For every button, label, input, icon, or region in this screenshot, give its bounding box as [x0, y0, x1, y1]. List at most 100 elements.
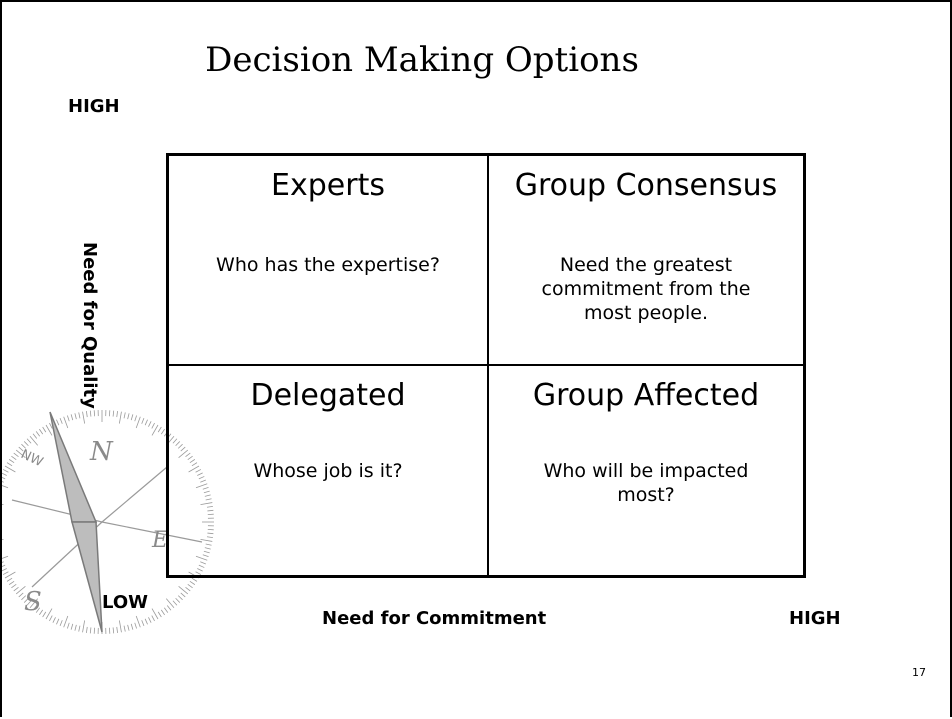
- compass-tick: [116, 626, 118, 633]
- compass-tick: [203, 490, 210, 494]
- compass-tick: [49, 615, 53, 622]
- compass-tick: [197, 472, 203, 476]
- compass-tick: [32, 433, 38, 439]
- compass-tick: [2, 481, 4, 483]
- compass-tick: [151, 608, 159, 620]
- compass-tick: [52, 617, 56, 623]
- compass-tick: [6, 462, 13, 467]
- compass-tick: [205, 498, 212, 501]
- compass-tick: [141, 620, 145, 626]
- compass-tick: [185, 586, 191, 592]
- compass-tick: [130, 623, 134, 630]
- compass-tick: [21, 595, 27, 601]
- compass-letter-s: S: [24, 587, 42, 617]
- compass-tick: [89, 627, 92, 634]
- compass-tick: [177, 443, 183, 449]
- compass-tick: [177, 595, 183, 601]
- compass-tick: [59, 418, 63, 424]
- compass-tick: [134, 415, 137, 422]
- compass-tick: [163, 607, 169, 613]
- compass-tick: [144, 419, 148, 426]
- compass-tick: [18, 592, 24, 598]
- compass-tick: [195, 469, 202, 473]
- compass-tick: [189, 459, 196, 464]
- compass-tick: [13, 452, 19, 458]
- compass-tick: [165, 598, 175, 609]
- compass-tick: [6, 577, 13, 582]
- compass-tick: [116, 411, 118, 418]
- compass-tick: [89, 410, 92, 417]
- compass-tick: [45, 608, 53, 620]
- compass-tick: [180, 446, 186, 452]
- compass-tick: [178, 449, 189, 459]
- compass-tick: [35, 607, 41, 613]
- page-title: Decision Making Options: [205, 40, 639, 80]
- compass-tick: [21, 443, 27, 449]
- compass-tick: [206, 506, 213, 508]
- compass-tick: [26, 600, 32, 606]
- compass-tick: [11, 455, 17, 461]
- compass-tick: [130, 414, 134, 421]
- quadrant-description: Who will be impacted most?: [543, 460, 749, 506]
- quadrant-description: Whose job is it?: [253, 460, 403, 482]
- compass-tick: [123, 412, 126, 419]
- compass-tick: [86, 411, 88, 418]
- compass-tick: [157, 611, 162, 618]
- compass-tick: [134, 622, 137, 629]
- compass-tick: [4, 465, 16, 473]
- compass-tick: [45, 424, 53, 436]
- compass-tick: [63, 416, 69, 429]
- compass-tick: [29, 598, 39, 609]
- compass-tick: [2, 538, 4, 541]
- decision-matrix: Experts Who has the expertise? Group Con…: [166, 153, 806, 578]
- compass-tick: [205, 543, 212, 546]
- compass-tick: [202, 487, 209, 490]
- compass-tick: [175, 597, 181, 603]
- quadrant-description: Who has the expertise?: [216, 254, 440, 276]
- compass-tick: [23, 597, 29, 603]
- compass-tick: [112, 410, 115, 417]
- compass-tick: [26, 438, 32, 444]
- compass-tick: [2, 477, 6, 480]
- compass-needle-north: [49, 411, 98, 523]
- compass-tick: [180, 592, 186, 598]
- y-axis-high-label: HIGH: [68, 96, 120, 117]
- compass-letter-n: N: [89, 437, 114, 467]
- page-number: 17: [912, 666, 926, 679]
- compass-tick: [4, 571, 16, 579]
- compass-tick: [67, 415, 70, 422]
- compass-tick: [151, 424, 159, 436]
- quadrant-description: Need the greatest commitment from the mo…: [541, 254, 751, 324]
- compass-tick: [8, 459, 15, 464]
- compass-tick: [11, 583, 17, 589]
- compass-tick: [39, 428, 44, 435]
- compass-tick: [200, 502, 213, 506]
- compass-needle-south: [71, 521, 103, 633]
- compass-tick: [160, 428, 165, 435]
- compass-tick: [78, 625, 81, 632]
- compass-tick: [188, 465, 200, 473]
- x-axis-label: Need for Commitment: [322, 608, 547, 629]
- compass-tick: [195, 571, 202, 575]
- quadrant-group-consensus: Group Consensus Need the greatest commit…: [489, 156, 803, 366]
- compass-tick: [175, 441, 181, 447]
- compass-tick: [70, 623, 74, 630]
- compass-tick: [189, 580, 196, 585]
- compass-tick: [197, 568, 203, 572]
- compass-tick: [2, 561, 4, 563]
- compass-tick: [29, 435, 39, 446]
- compass-tick: [59, 620, 63, 626]
- compass-tick: [191, 577, 198, 582]
- compass-tick: [2, 485, 9, 489]
- compass-tick: [15, 449, 26, 459]
- compass-tick: [8, 580, 15, 585]
- compass-tick: [2, 568, 7, 572]
- compass-tick: [198, 476, 205, 480]
- quadrant-title: Group Consensus: [514, 168, 778, 203]
- origin-low-label: LOW: [102, 592, 148, 613]
- compass-tick: [82, 411, 86, 424]
- compass-tick: [13, 586, 19, 592]
- compass-tick: [82, 620, 86, 633]
- compass-tick: [200, 538, 213, 542]
- compass-tick: [2, 472, 7, 476]
